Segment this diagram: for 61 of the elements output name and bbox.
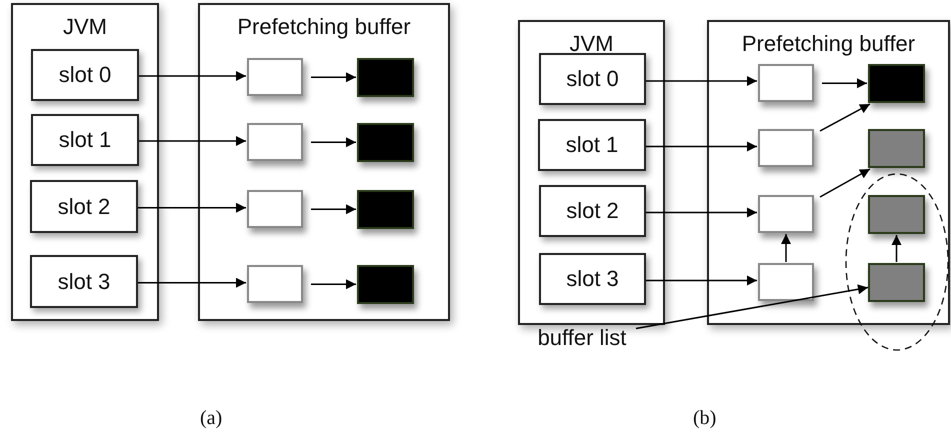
buffer-box [247, 190, 303, 228]
slot-box [539, 53, 646, 105]
buffer-box [868, 263, 925, 302]
node-label: buffer list [538, 325, 626, 351]
container-box [11, 3, 159, 321]
arrow [781, 234, 791, 262]
panel-title: Prefetching buffer [236, 13, 412, 41]
panel-title: Prefetching buffer [740, 30, 916, 58]
arrow [820, 103, 870, 132]
slot-box [31, 49, 139, 101]
buffer-box [758, 195, 814, 233]
container-box [198, 3, 450, 321]
panel-title: JVM [62, 13, 108, 41]
slot-box [538, 119, 646, 171]
buffer-box [868, 64, 925, 103]
arrow [311, 279, 356, 290]
slot-box [31, 114, 139, 166]
arrow [820, 168, 870, 198]
container-box [518, 20, 665, 325]
arrow [138, 278, 246, 288]
arrow [138, 202, 246, 213]
node-label: slot 1 [566, 132, 618, 158]
buffer-box [357, 190, 414, 229]
buffer-box [758, 129, 814, 167]
arrow [892, 235, 902, 262]
node-label: slot 0 [58, 62, 112, 88]
container-box [707, 20, 950, 325]
buffer-box [357, 123, 414, 162]
arrow [139, 136, 246, 146]
slot-box [30, 255, 138, 308]
buffer-box [247, 123, 303, 161]
arrow [646, 142, 757, 152]
buffer-box [758, 263, 814, 301]
slot-box [30, 180, 138, 233]
arrow [311, 204, 356, 214]
buffer-box [868, 129, 925, 168]
slot-box [539, 185, 646, 237]
buffer-box [868, 195, 925, 234]
subfigure-caption: (b) [693, 406, 716, 431]
arrow [311, 137, 356, 148]
arrow [646, 76, 757, 86]
arrow [139, 71, 246, 81]
panel-title: JVM [568, 30, 614, 58]
arrow [311, 72, 356, 82]
node-label: slot 0 [566, 66, 619, 92]
node-label: slot 2 [566, 198, 619, 224]
arrow [822, 78, 867, 88]
node-label: slot 3 [58, 268, 110, 294]
node-label: slot 1 [58, 127, 112, 153]
buffer-box [357, 265, 414, 304]
arrow [646, 208, 757, 218]
buffer-box [247, 265, 303, 303]
node-label: slot 3 [566, 266, 619, 292]
leader-line [636, 284, 868, 330]
slot-box [539, 253, 646, 305]
buffer-box [357, 58, 414, 97]
buffer-box [758, 64, 814, 102]
node-label: slot 2 [58, 194, 110, 220]
buffer-box [247, 58, 303, 96]
arrow [646, 276, 757, 286]
subfigure-caption: (a) [200, 406, 222, 431]
